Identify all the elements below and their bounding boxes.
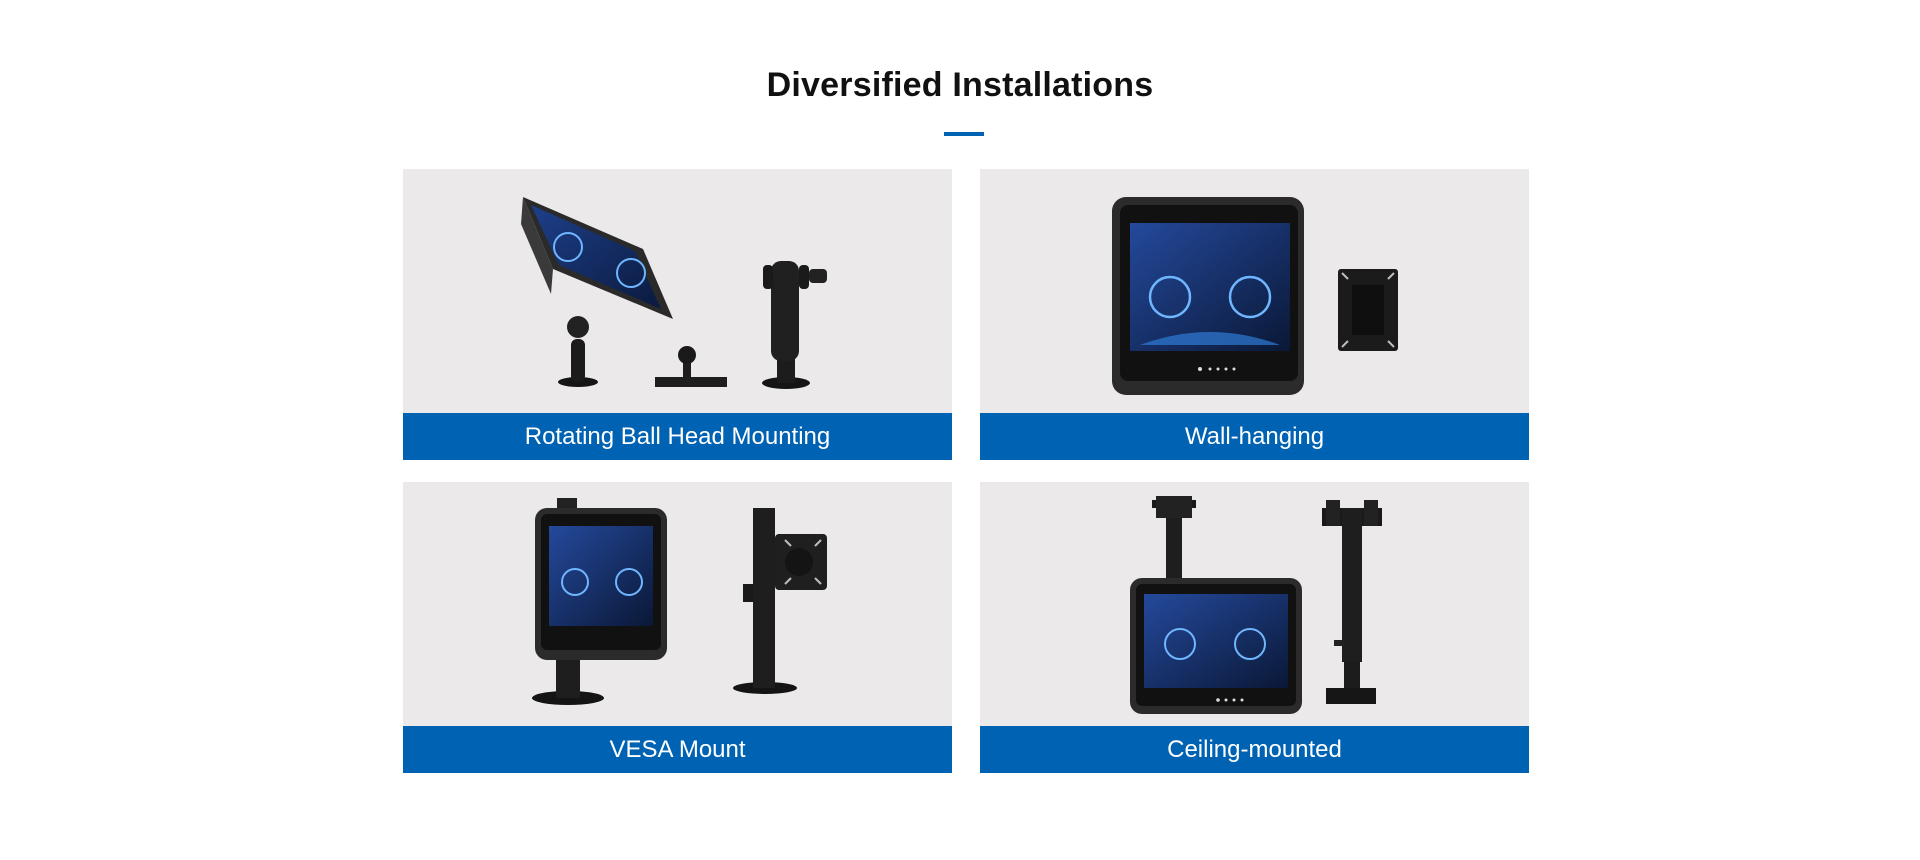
card-caption: Wall-hanging (980, 413, 1529, 460)
card-caption: VESA Mount (403, 726, 952, 773)
card-vesa-mount[interactable]: VESA Mount (403, 482, 952, 773)
vesa-mount-image (532, 498, 827, 705)
wall-hanging-image (1112, 197, 1398, 395)
card-caption: Ceiling-mounted (980, 726, 1529, 773)
section-title: Diversified Installations (766, 66, 1154, 104)
card-ceiling-mounted[interactable]: Ceiling-mounted (980, 482, 1529, 773)
card-caption: Rotating Ball Head Mounting (403, 413, 952, 460)
card-wall-hanging[interactable]: Wall-hanging (980, 169, 1529, 460)
ceiling-mount-image (1130, 496, 1382, 714)
card-rotating-ball-head[interactable]: Rotating Ball Head Mounting (403, 169, 952, 460)
installations-grid: Rotating Ball Head Mounting (403, 169, 1529, 773)
title-underline (944, 132, 984, 136)
ball-head-mount-image (521, 197, 827, 389)
